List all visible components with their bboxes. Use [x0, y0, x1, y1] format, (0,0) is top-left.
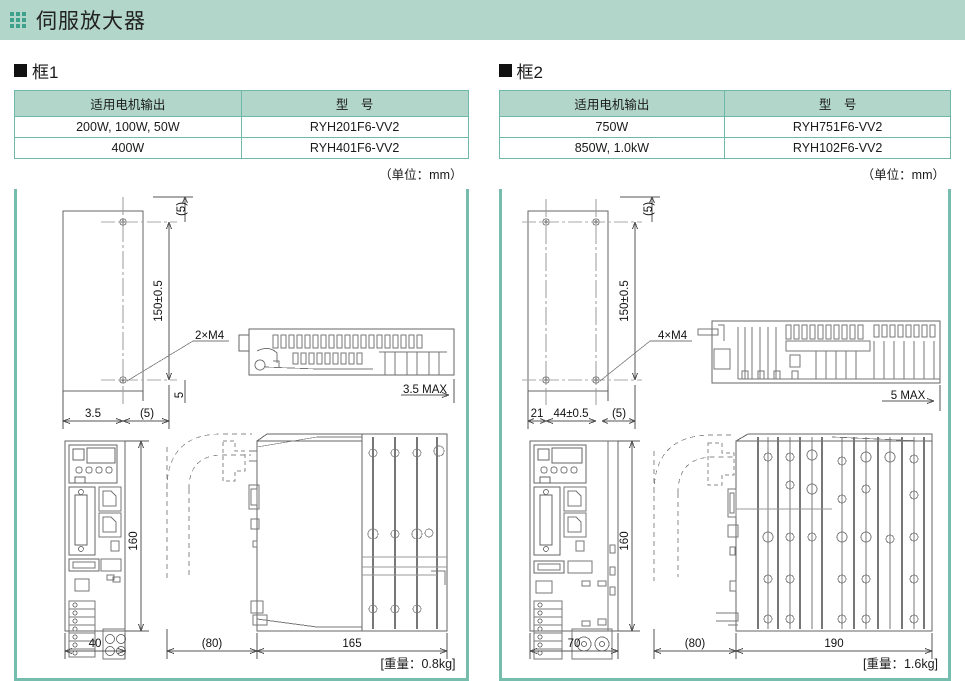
page-body: 框1 适用电机输出 型 号 200W, 100W, 50W RYH201F6-V… — [0, 42, 965, 681]
bullet-square-icon — [14, 64, 27, 77]
cell-motor-output: 750W — [499, 117, 725, 138]
col-header-model: 型 号 — [241, 91, 468, 117]
drawing-2-svg: (5) 150±0.5 4×M4 21 44±0.5 (5) 5 MAX 160… — [502, 189, 952, 678]
dim-front-height: 160 — [128, 531, 140, 550]
spec-table-2: 适用电机输出 型 号 750W RYH751F6-VV2 850W, 1.0kW… — [499, 90, 952, 159]
panel-frame-2: 框2 适用电机输出 型 号 750W RYH751F6-VV2 850W, 1.… — [483, 42, 965, 681]
dim-mount-left: 3.5 — [85, 408, 101, 420]
dim-mount-span: 44±0.5 — [553, 408, 588, 420]
dim-mount-bottom-gap: 5 — [174, 392, 186, 398]
panel-2-heading-label: 框2 — [517, 58, 543, 83]
drawing-1-svg: (5) 150±0.5 2×M4 3.5 (5) 5 3.5 MAX 160 4… — [17, 189, 469, 678]
dim-mount-top-gap: (5) — [643, 202, 655, 216]
unit-note-1: （单位：mm） — [14, 159, 469, 189]
cell-model: RYH751F6-VV2 — [725, 117, 951, 138]
table-row: 400W RYH401F6-VV2 — [15, 138, 469, 159]
table-header-row: 适用电机输出 型 号 — [499, 91, 951, 117]
dim-front-width: 40 — [89, 638, 102, 650]
dim-front-width: 70 — [567, 638, 580, 650]
dim-side-depth: 190 — [824, 638, 843, 650]
panel-2-heading: 框2 — [499, 58, 952, 83]
bullet-square-icon — [499, 64, 512, 77]
cell-model: RYH201F6-VV2 — [241, 117, 468, 138]
cell-motor-output: 400W — [15, 138, 242, 159]
cell-model: RYH102F6-VV2 — [725, 138, 951, 159]
dim-mount-right-gap: (5) — [140, 408, 154, 420]
table-row: 200W, 100W, 50W RYH201F6-VV2 — [15, 117, 469, 138]
dim-mount-thread: 4×M4 — [658, 330, 688, 342]
dim-mount-thread: 2×M4 — [195, 330, 225, 342]
drawing-panel-1: (5) 150±0.5 2×M4 3.5 (5) 5 3.5 MAX 160 4… — [14, 189, 469, 681]
table-row: 750W RYH751F6-VV2 — [499, 117, 951, 138]
dim-top-view-depth: 5 MAX — [890, 390, 925, 402]
table-header-row: 适用电机输出 型 号 — [15, 91, 469, 117]
panel-1-heading: 框1 — [14, 58, 469, 83]
page-title: 伺服放大器 — [36, 5, 146, 35]
panel-1-heading-label: 框1 — [32, 58, 58, 83]
panel-frame-1: 框1 适用电机输出 型 号 200W, 100W, 50W RYH201F6-V… — [0, 42, 483, 681]
table-row: 850W, 1.0kW RYH102F6-VV2 — [499, 138, 951, 159]
dim-top-view-depth: 3.5 MAX — [403, 384, 447, 396]
weight-label-1: [重量：0.8kg] — [380, 653, 455, 672]
dot-grid-icon — [10, 12, 26, 28]
dim-side-depth: 165 — [342, 638, 361, 650]
dim-side-cable: (80) — [684, 638, 705, 650]
page-header: 伺服放大器 — [0, 0, 965, 42]
cell-model: RYH401F6-VV2 — [241, 138, 468, 159]
col-header-motor-output: 适用电机输出 — [15, 91, 242, 117]
dim-mount-right-gap: (5) — [611, 408, 625, 420]
dim-mount-top-gap: (5) — [176, 202, 188, 216]
spec-table-1: 适用电机输出 型 号 200W, 100W, 50W RYH201F6-VV2 … — [14, 90, 469, 159]
dim-front-height: 160 — [619, 531, 631, 550]
col-header-model: 型 号 — [725, 91, 951, 117]
dim-mount-height: 150±0.5 — [619, 280, 631, 322]
weight-label-2: [重量：1.6kg] — [863, 653, 938, 672]
dim-mount-height: 150±0.5 — [153, 280, 165, 322]
col-header-motor-output: 适用电机输出 — [499, 91, 725, 117]
drawing-panel-2: (5) 150±0.5 4×M4 21 44±0.5 (5) 5 MAX 160… — [499, 189, 952, 681]
cell-motor-output: 200W, 100W, 50W — [15, 117, 242, 138]
cell-motor-output: 850W, 1.0kW — [499, 138, 725, 159]
unit-note-2: （单位：mm） — [499, 159, 952, 189]
dim-mount-left: 21 — [530, 408, 543, 420]
dim-side-cable: (80) — [202, 638, 223, 650]
